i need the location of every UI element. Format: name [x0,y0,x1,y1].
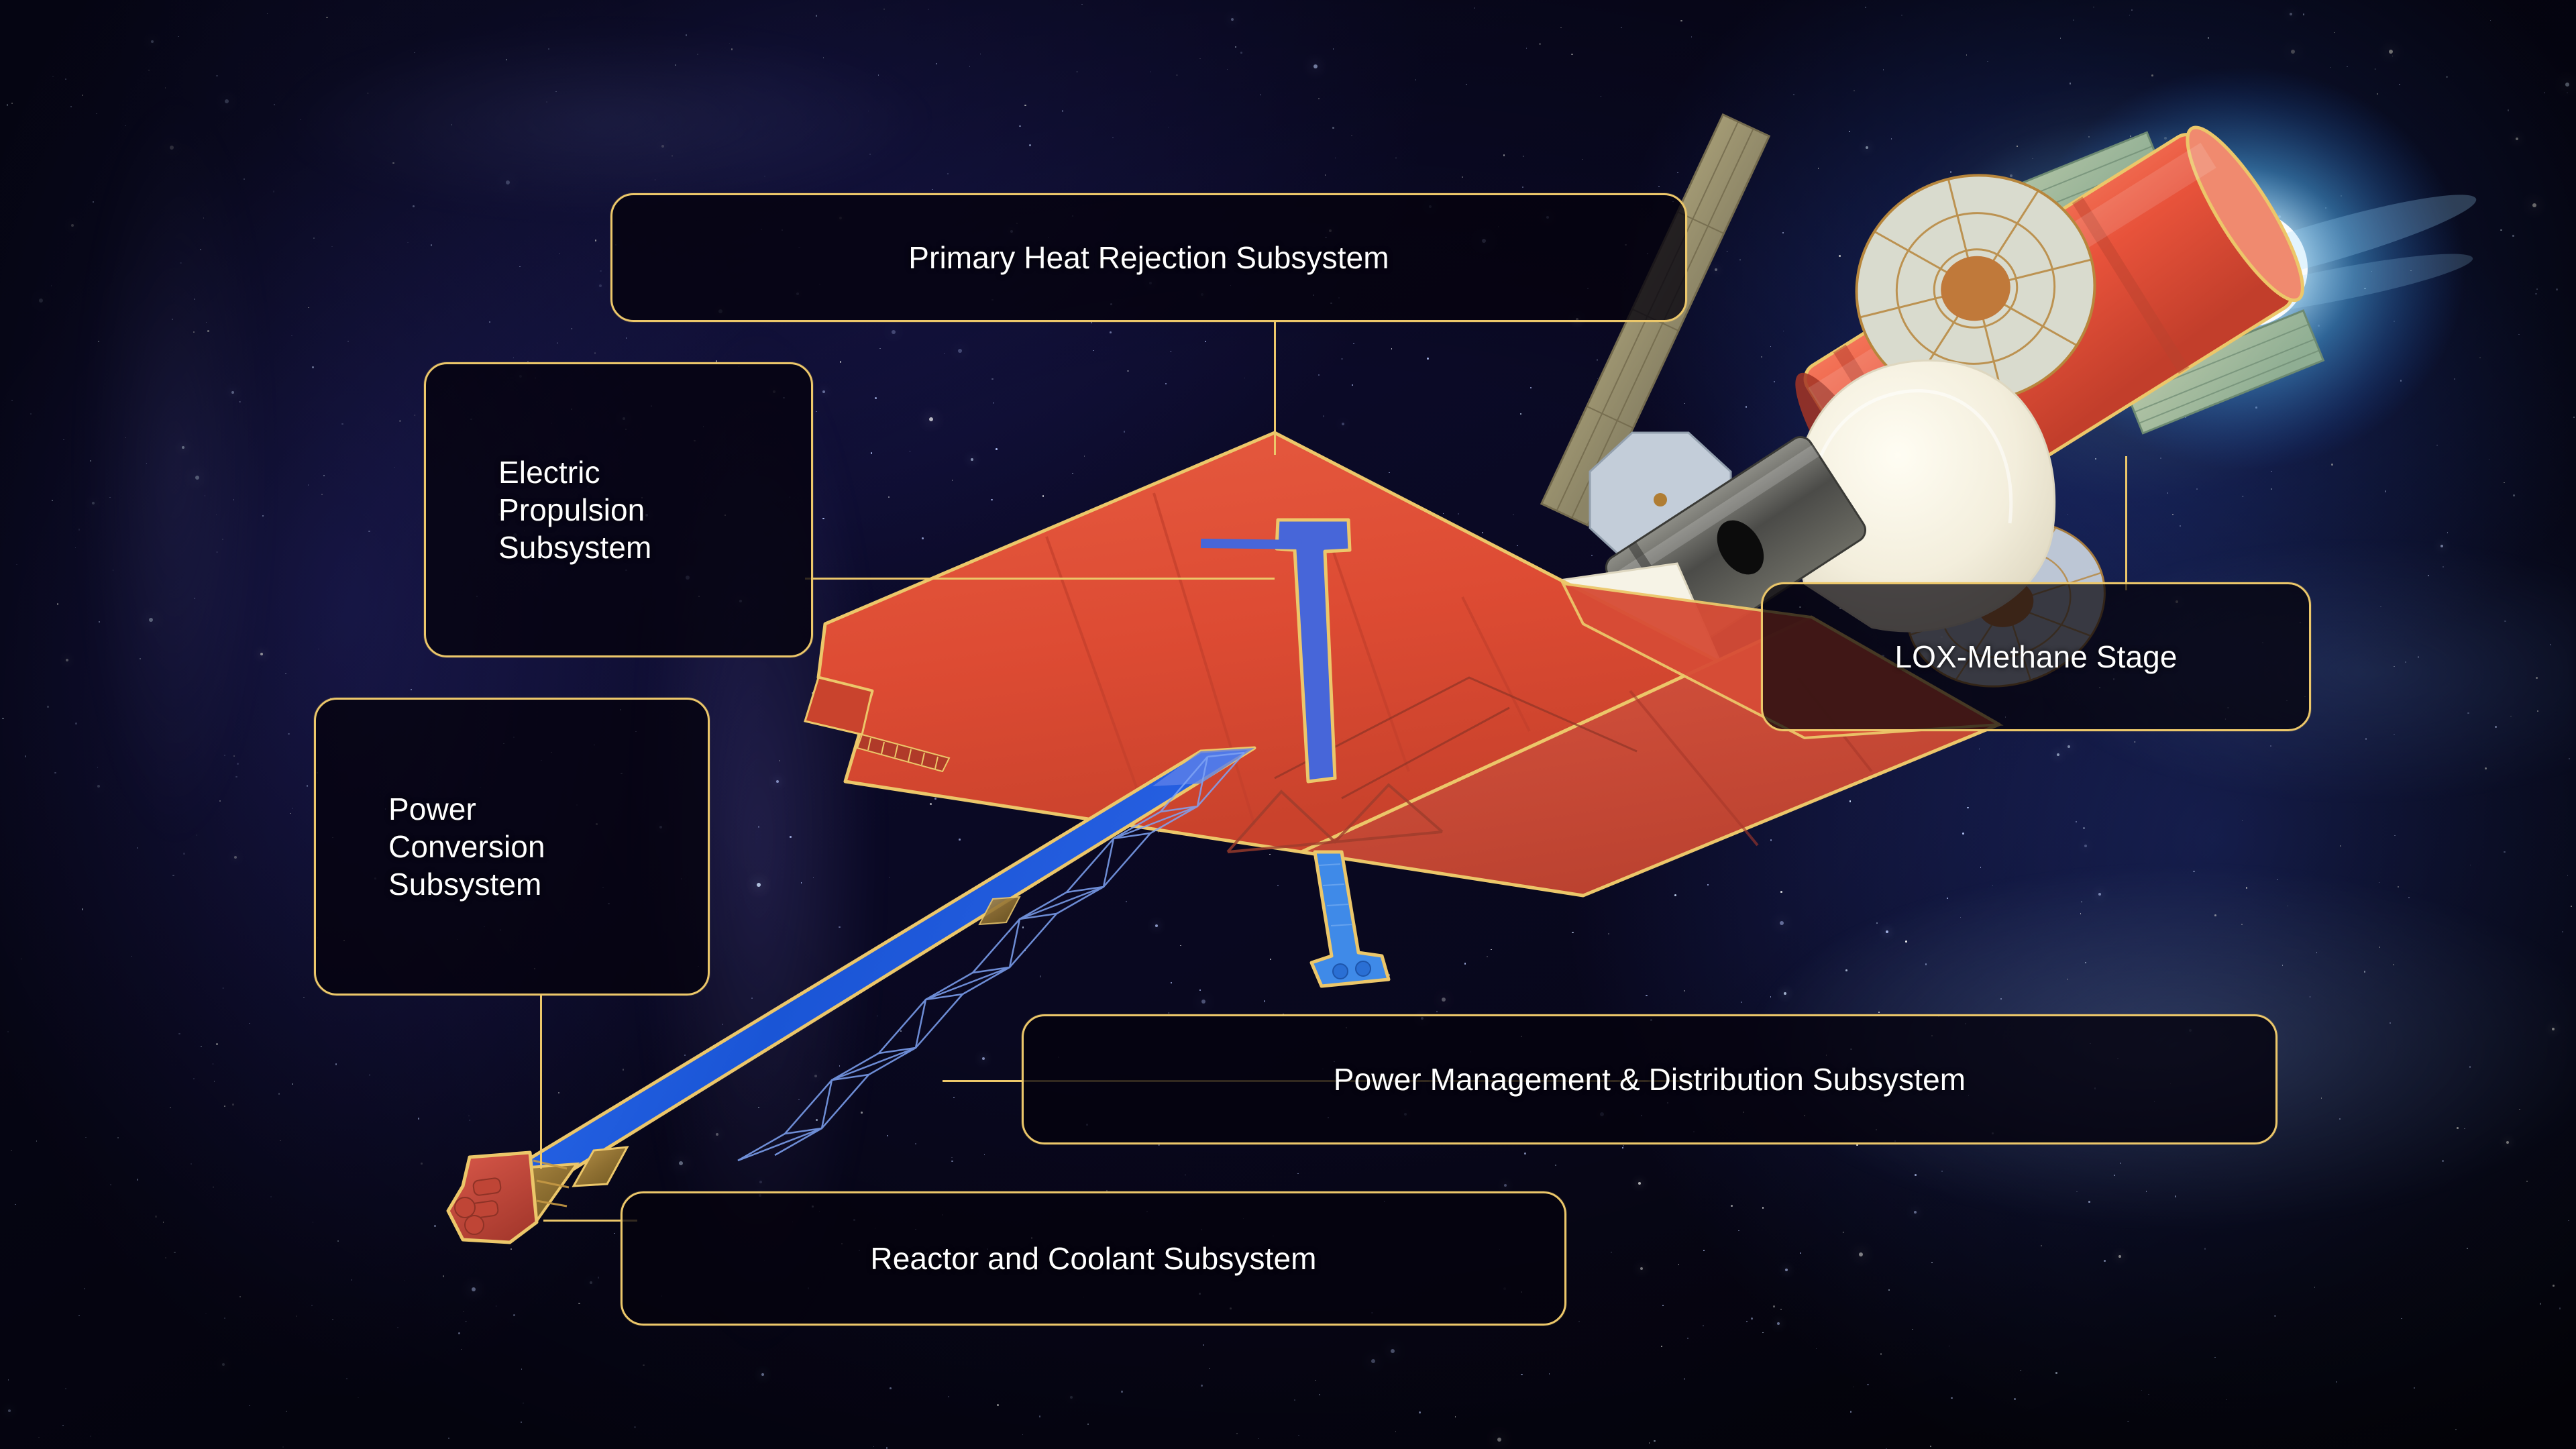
callout-label: LOX-Methane Stage [1894,639,2178,674]
callout-label: Power Conversion Subsystem [388,791,545,902]
electric-thruster-mast [1200,518,1352,784]
leader-reactor-coolant [543,1220,637,1222]
callout-primary-heat-rejection[interactable]: Primary Heat Rejection Subsystem [610,193,1687,322]
high-gain-dish-antenna [1855,174,2096,403]
callout-label: Power Management & Distribution Subsyste… [1333,1061,1966,1097]
leader-primary-heat-rejection [1274,321,1276,455]
callout-label: Reactor and Coolant Subsystem [870,1240,1317,1276]
leader-lox-methane-stage [2125,456,2127,590]
callout-electric-propulsion[interactable]: Electric Propulsion Subsystem [424,362,813,657]
callout-label: Electric Propulsion Subsystem [498,454,652,566]
callout-lox-methane-stage[interactable]: LOX-Methane Stage [1761,582,2311,731]
callout-power-conversion[interactable]: Power Conversion Subsystem [314,698,710,996]
electric-thruster-lower-mast [1309,850,1391,988]
callout-power-management-distribution[interactable]: Power Management & Distribution Subsyste… [1022,1014,2277,1144]
leader-power-conversion [540,994,542,1169]
callout-reactor-and-coolant[interactable]: Reactor and Coolant Subsystem [621,1191,1566,1326]
reactor-module [446,1150,580,1244]
leader-electric-propulsion [805,578,1275,580]
deployable-truss-boom [508,746,1256,1187]
callout-label: Primary Heat Rejection Subsystem [908,239,1389,275]
radiator-edge-strip [856,733,951,773]
